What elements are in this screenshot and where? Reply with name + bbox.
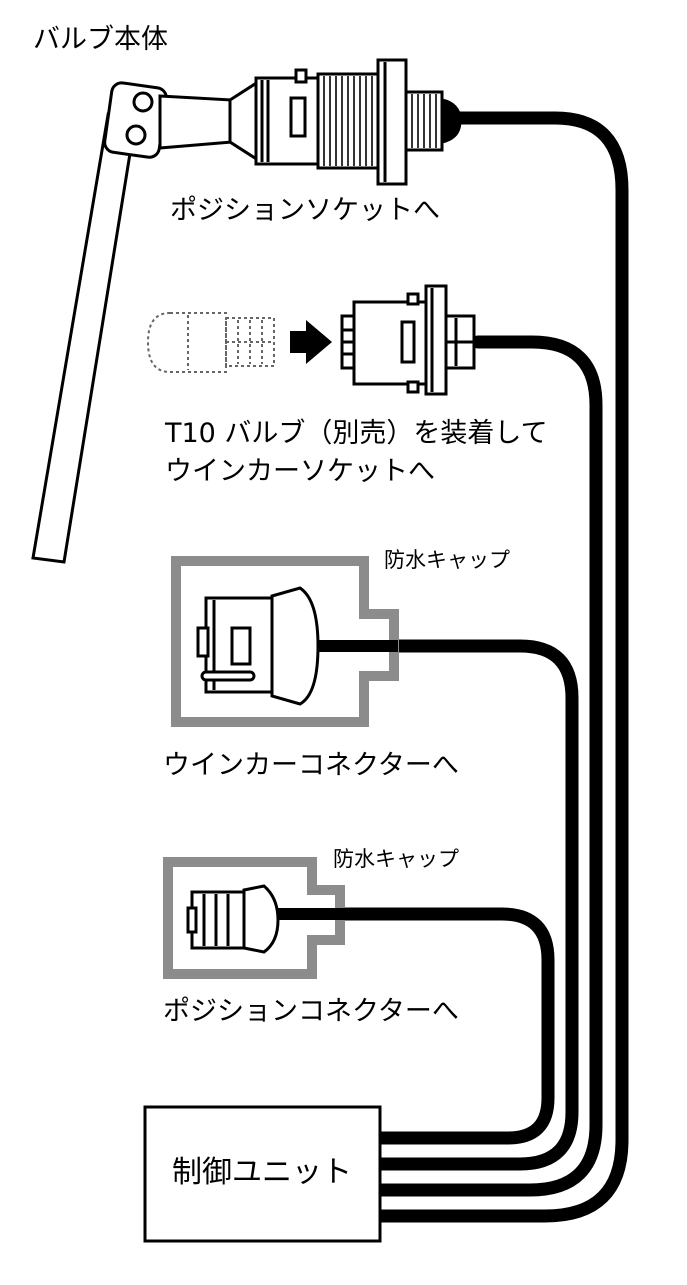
pos-connector-body <box>190 890 246 950</box>
waterproof-cap-1 <box>171 556 399 727</box>
housing-window <box>289 96 307 138</box>
socket-tab-top <box>406 292 420 306</box>
bracket-hole-bottom <box>125 124 147 146</box>
boot-ribs <box>411 94 437 148</box>
bracket-hole-top <box>132 91 154 113</box>
bulb-flange <box>376 58 408 186</box>
t10-label-line2: ウインカーソケットへ <box>165 456 435 487</box>
control-unit-box <box>143 1105 382 1243</box>
socket-window <box>400 320 416 364</box>
connector-lead <box>318 640 398 652</box>
connector-cap-end <box>270 586 320 706</box>
winker-connector-label: ウインカーコネクターへ <box>163 750 459 781</box>
waterproof-cap-2-label: 防水キャップ <box>333 847 459 871</box>
position-connector <box>186 884 348 954</box>
socket-tab-bottom <box>406 380 420 394</box>
socket-flange <box>424 284 448 396</box>
bulb-neck <box>158 94 234 150</box>
pos-connector-cap-end <box>242 884 280 954</box>
wire-position-connector <box>338 907 555 1145</box>
connector-window <box>230 626 252 666</box>
wire-winker-socket <box>373 335 603 1197</box>
winker-connector <box>196 586 398 706</box>
connector-latch <box>196 626 210 658</box>
wires <box>338 111 629 1223</box>
waterproof-cap-1-label: 防水キャップ <box>384 548 510 572</box>
winker-socket <box>340 284 476 396</box>
bulb-flare <box>228 79 260 163</box>
mounting-bracket <box>31 112 135 564</box>
wire-winker-connector <box>373 639 579 1171</box>
t10-label-line1: T10 バルブ（別売）を装着して <box>165 418 548 449</box>
position-connector-label: ポジションコネクターへ <box>163 996 459 1027</box>
bulb-housing <box>254 76 320 166</box>
collar-ribs <box>323 76 373 166</box>
insert-arrow <box>290 320 332 364</box>
bulb-body-label: バルブ本体 <box>33 24 168 55</box>
waterproof-cap-2 <box>163 857 345 979</box>
pos-connector-latch <box>186 906 198 934</box>
t10-bulb-dotted <box>146 312 275 373</box>
control-unit-label: 制御ユニット <box>172 1155 352 1190</box>
bracket-head <box>103 81 168 159</box>
connector-rail <box>200 670 256 682</box>
bulb-body <box>31 58 462 564</box>
wire-bulb-body <box>373 111 629 1223</box>
position-socket-label: ポジションソケットへ <box>170 195 440 226</box>
housing-top-tab <box>294 68 308 84</box>
boot-tip <box>440 98 462 144</box>
pos-connector-lead <box>278 908 348 920</box>
